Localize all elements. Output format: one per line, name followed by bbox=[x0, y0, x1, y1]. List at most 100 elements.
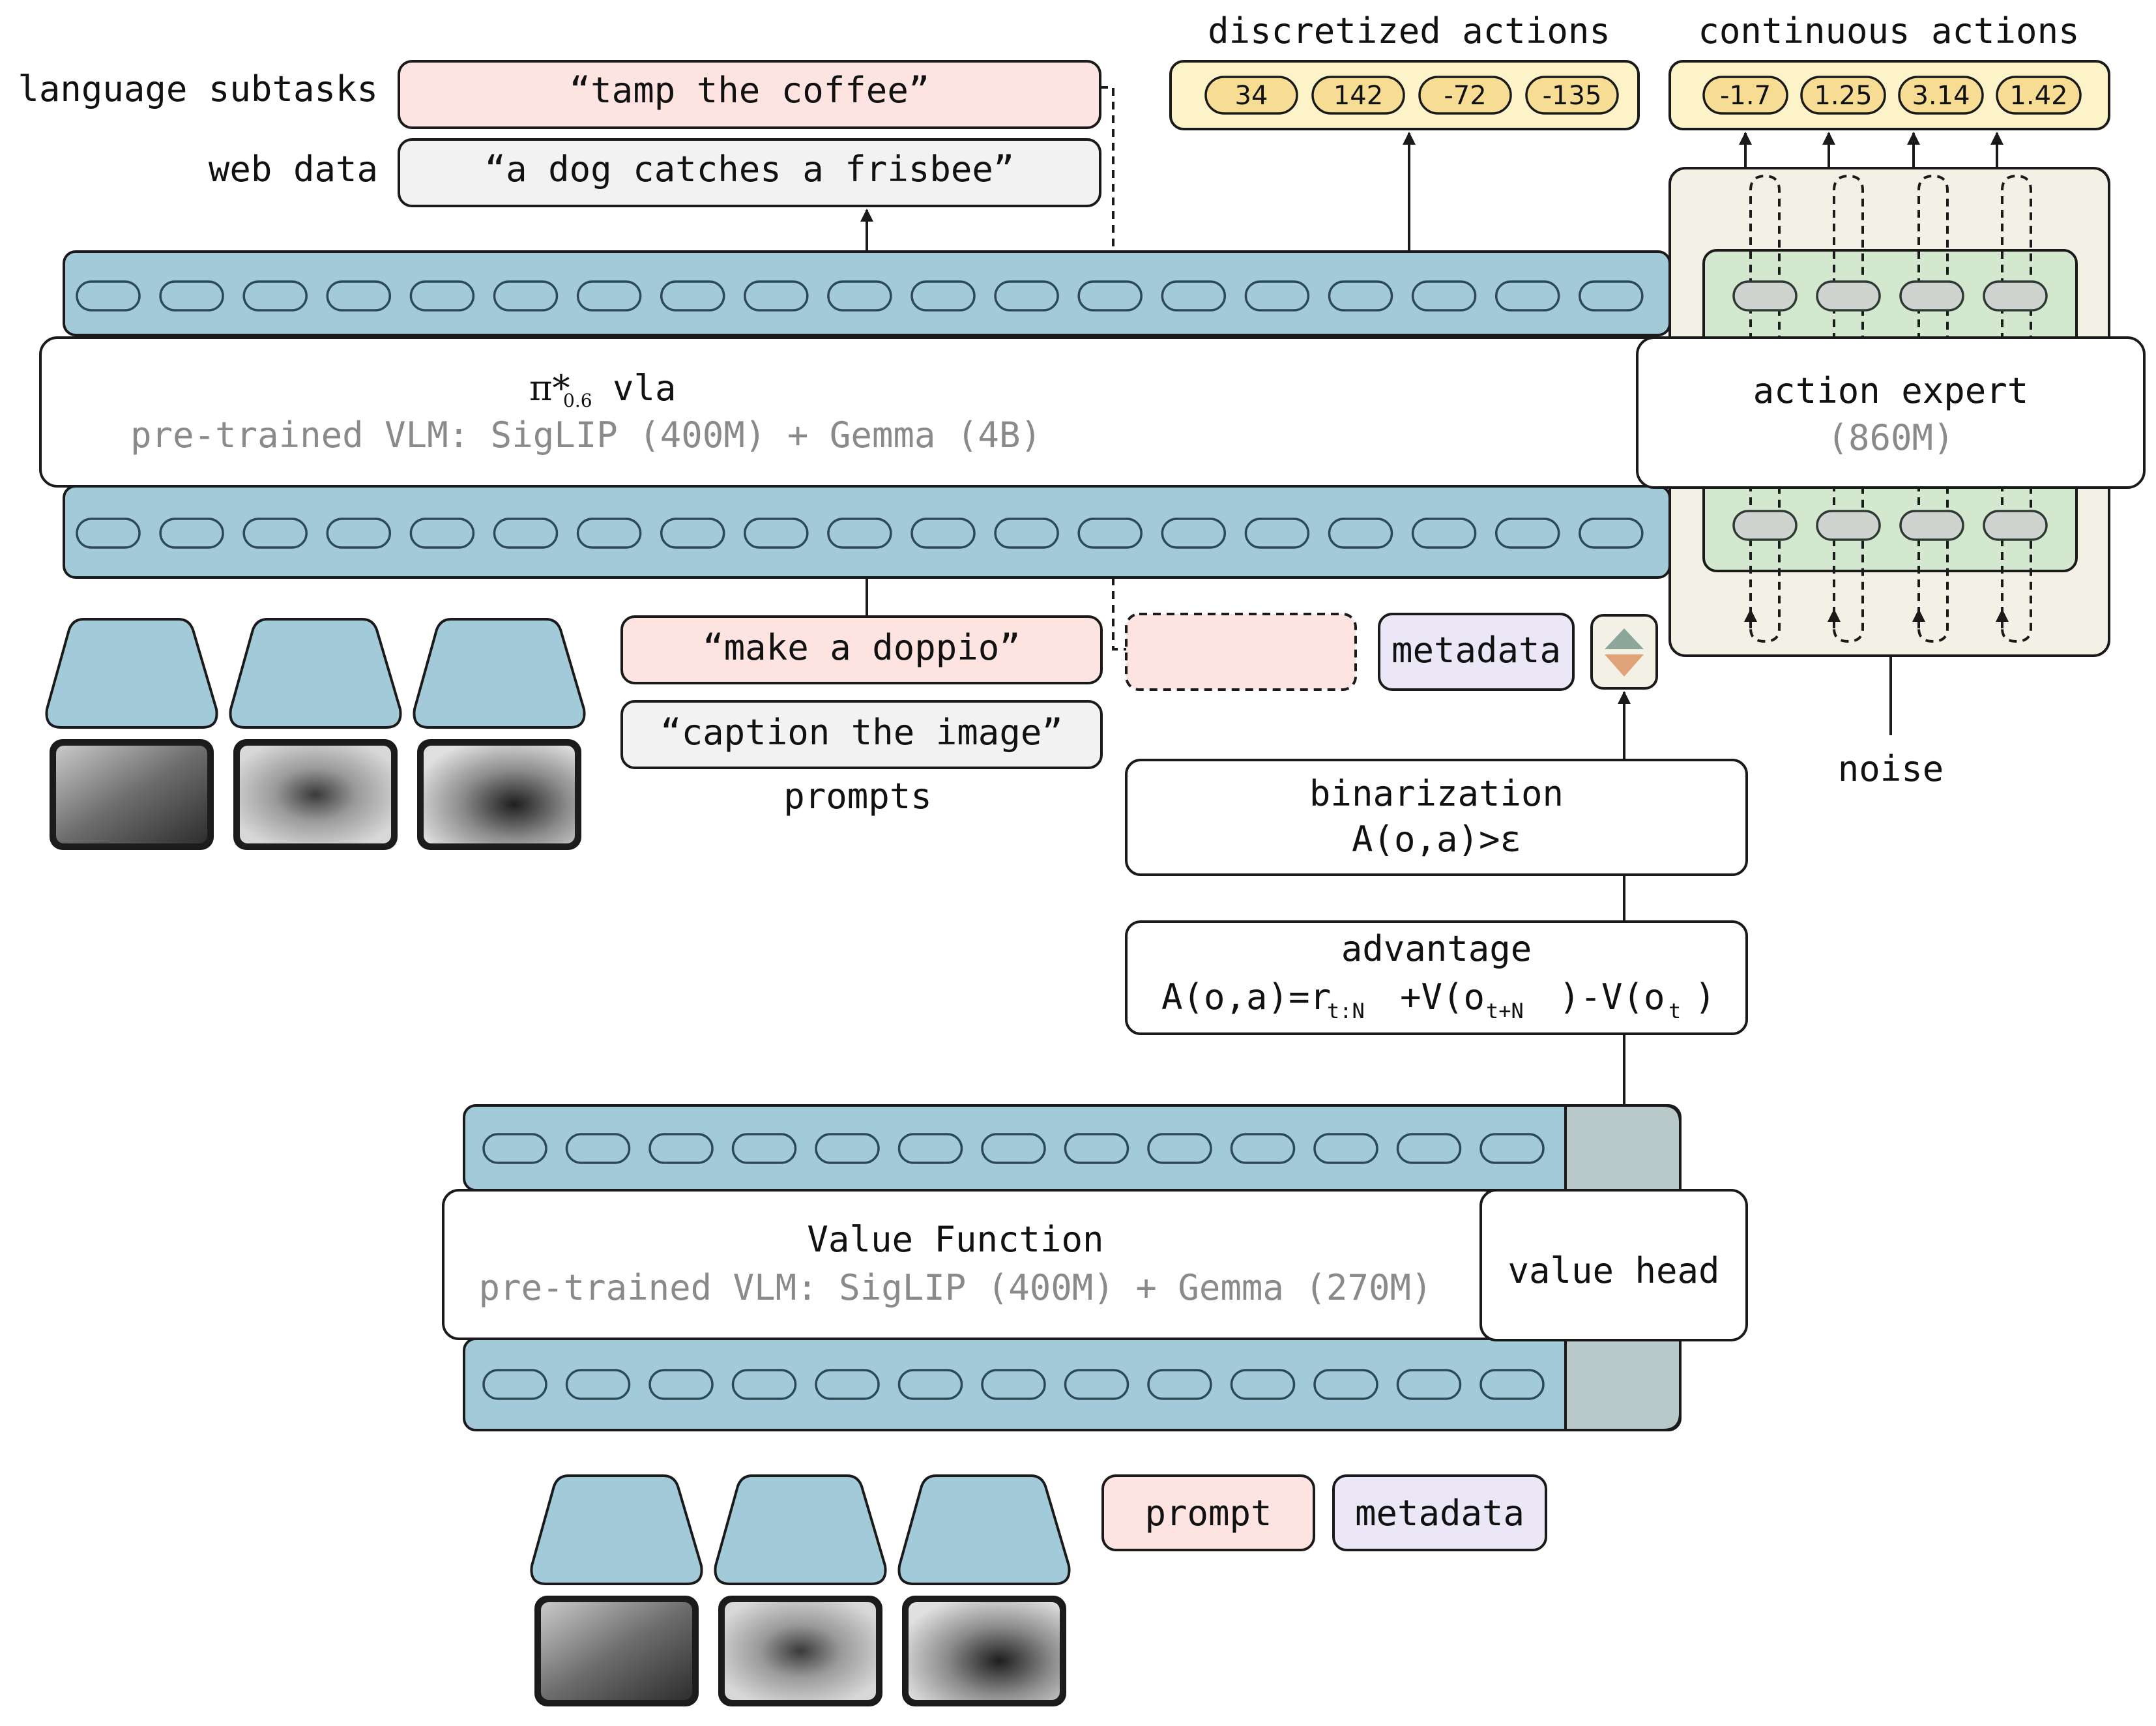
noise-label: noise bbox=[1838, 748, 1944, 789]
web-data-output-text: “a dog catches a frisbee” bbox=[485, 149, 1015, 190]
discretized-actions-label: discretized actions bbox=[1208, 10, 1610, 51]
advantage-formula-sub1: t:N bbox=[1327, 999, 1365, 1023]
vla-input-tokens bbox=[76, 518, 1644, 549]
vla-input-token bbox=[576, 518, 642, 549]
action-expert-output-token bbox=[1816, 280, 1881, 312]
vla-output-token bbox=[1077, 280, 1143, 312]
advantage-formula-d: ) bbox=[1695, 976, 1716, 1017]
vla-input-token bbox=[1328, 518, 1393, 549]
value-output-token bbox=[482, 1133, 547, 1164]
value-output-token bbox=[1396, 1133, 1462, 1164]
vla-input-token bbox=[744, 518, 809, 549]
value-input-token bbox=[981, 1369, 1046, 1400]
value-head-box bbox=[1479, 1189, 1748, 1341]
value-input-token bbox=[731, 1369, 797, 1400]
camera-view-icon bbox=[897, 1474, 1071, 1585]
vla-output-token bbox=[744, 280, 809, 312]
value-output-token bbox=[1064, 1133, 1129, 1164]
vla-output-token bbox=[242, 280, 308, 312]
vla-output-token bbox=[1244, 280, 1310, 312]
value-input-token bbox=[897, 1369, 963, 1400]
vla-input-token bbox=[910, 518, 976, 549]
vla-output-token bbox=[1161, 280, 1227, 312]
vla-output-token bbox=[1411, 280, 1477, 312]
value-output-token bbox=[731, 1133, 797, 1164]
vla-input-token bbox=[242, 518, 308, 549]
continuous-action-value: 1.25 bbox=[1814, 81, 1872, 111]
camera-view-icon bbox=[45, 618, 218, 729]
web-data-output-box bbox=[398, 138, 1101, 207]
discretized-action-chip bbox=[1204, 76, 1298, 115]
continuous-actions-box bbox=[1668, 60, 2110, 130]
vla-input-token bbox=[1494, 518, 1560, 549]
vla-title-pi: π* bbox=[529, 368, 570, 409]
value-output-token bbox=[1479, 1133, 1545, 1164]
action-expert-output-token bbox=[1983, 280, 2048, 312]
action-expert-input-token bbox=[1816, 510, 1881, 541]
value-function-title: Value Function bbox=[807, 1219, 1103, 1260]
camera-image bbox=[541, 1602, 692, 1700]
vla-input-token bbox=[1244, 518, 1310, 549]
subtask-dashed-link bbox=[1100, 86, 1114, 252]
metadata-input-text: metadata bbox=[1391, 630, 1561, 671]
vla-output-token bbox=[1494, 280, 1560, 312]
denoising-flow-line bbox=[1917, 174, 1949, 643]
continuous-action-value: 1.42 bbox=[2009, 81, 2067, 111]
action-expert-input-token bbox=[1732, 510, 1798, 541]
value-input-token bbox=[1230, 1369, 1296, 1400]
discretized-action-value: -135 bbox=[1543, 81, 1602, 111]
vla-input-token bbox=[76, 518, 141, 549]
vla-title-subscript: 0.6 bbox=[563, 390, 592, 411]
value-metadata-box bbox=[1332, 1474, 1547, 1551]
value-output-token-band bbox=[463, 1104, 1682, 1192]
prompt-caption-box bbox=[620, 700, 1103, 769]
camera-image bbox=[725, 1602, 876, 1700]
advantage-formula-a: A(o,a)=r bbox=[1161, 976, 1331, 1017]
continuous-actions-label: continuous actions bbox=[1698, 10, 2079, 51]
vla-input-token bbox=[660, 518, 725, 549]
value-input-token-band bbox=[463, 1338, 1682, 1431]
value-input-token bbox=[1479, 1369, 1545, 1400]
vla-output-token bbox=[660, 280, 725, 312]
prompts-label: prompts bbox=[783, 776, 932, 817]
continuous-action-chip bbox=[1702, 76, 1788, 115]
vla-input-token bbox=[1579, 518, 1644, 549]
action-expert-title: action expert bbox=[1753, 370, 2029, 411]
prompt-caption-text: “caption the image” bbox=[660, 712, 1063, 753]
value-output-token bbox=[981, 1133, 1046, 1164]
value-metadata-text: metadata bbox=[1355, 1493, 1524, 1534]
camera-view-icon bbox=[714, 1474, 887, 1585]
discretized-action-value: 34 bbox=[1235, 81, 1268, 111]
value-input-token bbox=[1147, 1369, 1212, 1400]
vla-input-token bbox=[493, 518, 559, 549]
vla-title-text: vla bbox=[613, 368, 677, 409]
denoising-flow-line bbox=[2001, 174, 2032, 643]
action-expert-tokens bbox=[1732, 280, 2048, 541]
value-input-token bbox=[482, 1369, 547, 1400]
continuous-action-value: 3.14 bbox=[1912, 81, 1970, 111]
vla-output-token bbox=[1579, 280, 1644, 312]
vla-input-token bbox=[994, 518, 1059, 549]
advantage-title: advantage bbox=[1341, 928, 1532, 969]
action-expert-box bbox=[1636, 336, 2146, 489]
vla-output-token bbox=[827, 280, 892, 312]
vla-output-token-band bbox=[63, 250, 1671, 336]
camera-image bbox=[56, 746, 207, 843]
value-output-token bbox=[648, 1133, 714, 1164]
discretized-action-chip bbox=[1311, 76, 1405, 115]
action-expert-output-token bbox=[1732, 280, 1798, 312]
action-expert-input-token bbox=[1983, 510, 2048, 541]
camera-image bbox=[909, 1602, 1060, 1700]
indicator-up-triangle bbox=[1605, 628, 1644, 649]
discretized-action-value: 142 bbox=[1333, 81, 1383, 111]
web-data-label: web data bbox=[209, 149, 378, 190]
advantage-box bbox=[1125, 920, 1748, 1035]
vla-output-token bbox=[76, 280, 141, 312]
value-output-token bbox=[815, 1133, 880, 1164]
binarization-box bbox=[1125, 759, 1748, 876]
value-function-box bbox=[442, 1189, 1500, 1340]
value-input-tokens bbox=[482, 1369, 1545, 1400]
value-function-subtitle: pre-trained VLM: SigLIP (400M) + Gemma (… bbox=[479, 1267, 1433, 1308]
binarization-formula: A(o,a)>ε bbox=[1352, 819, 1521, 860]
